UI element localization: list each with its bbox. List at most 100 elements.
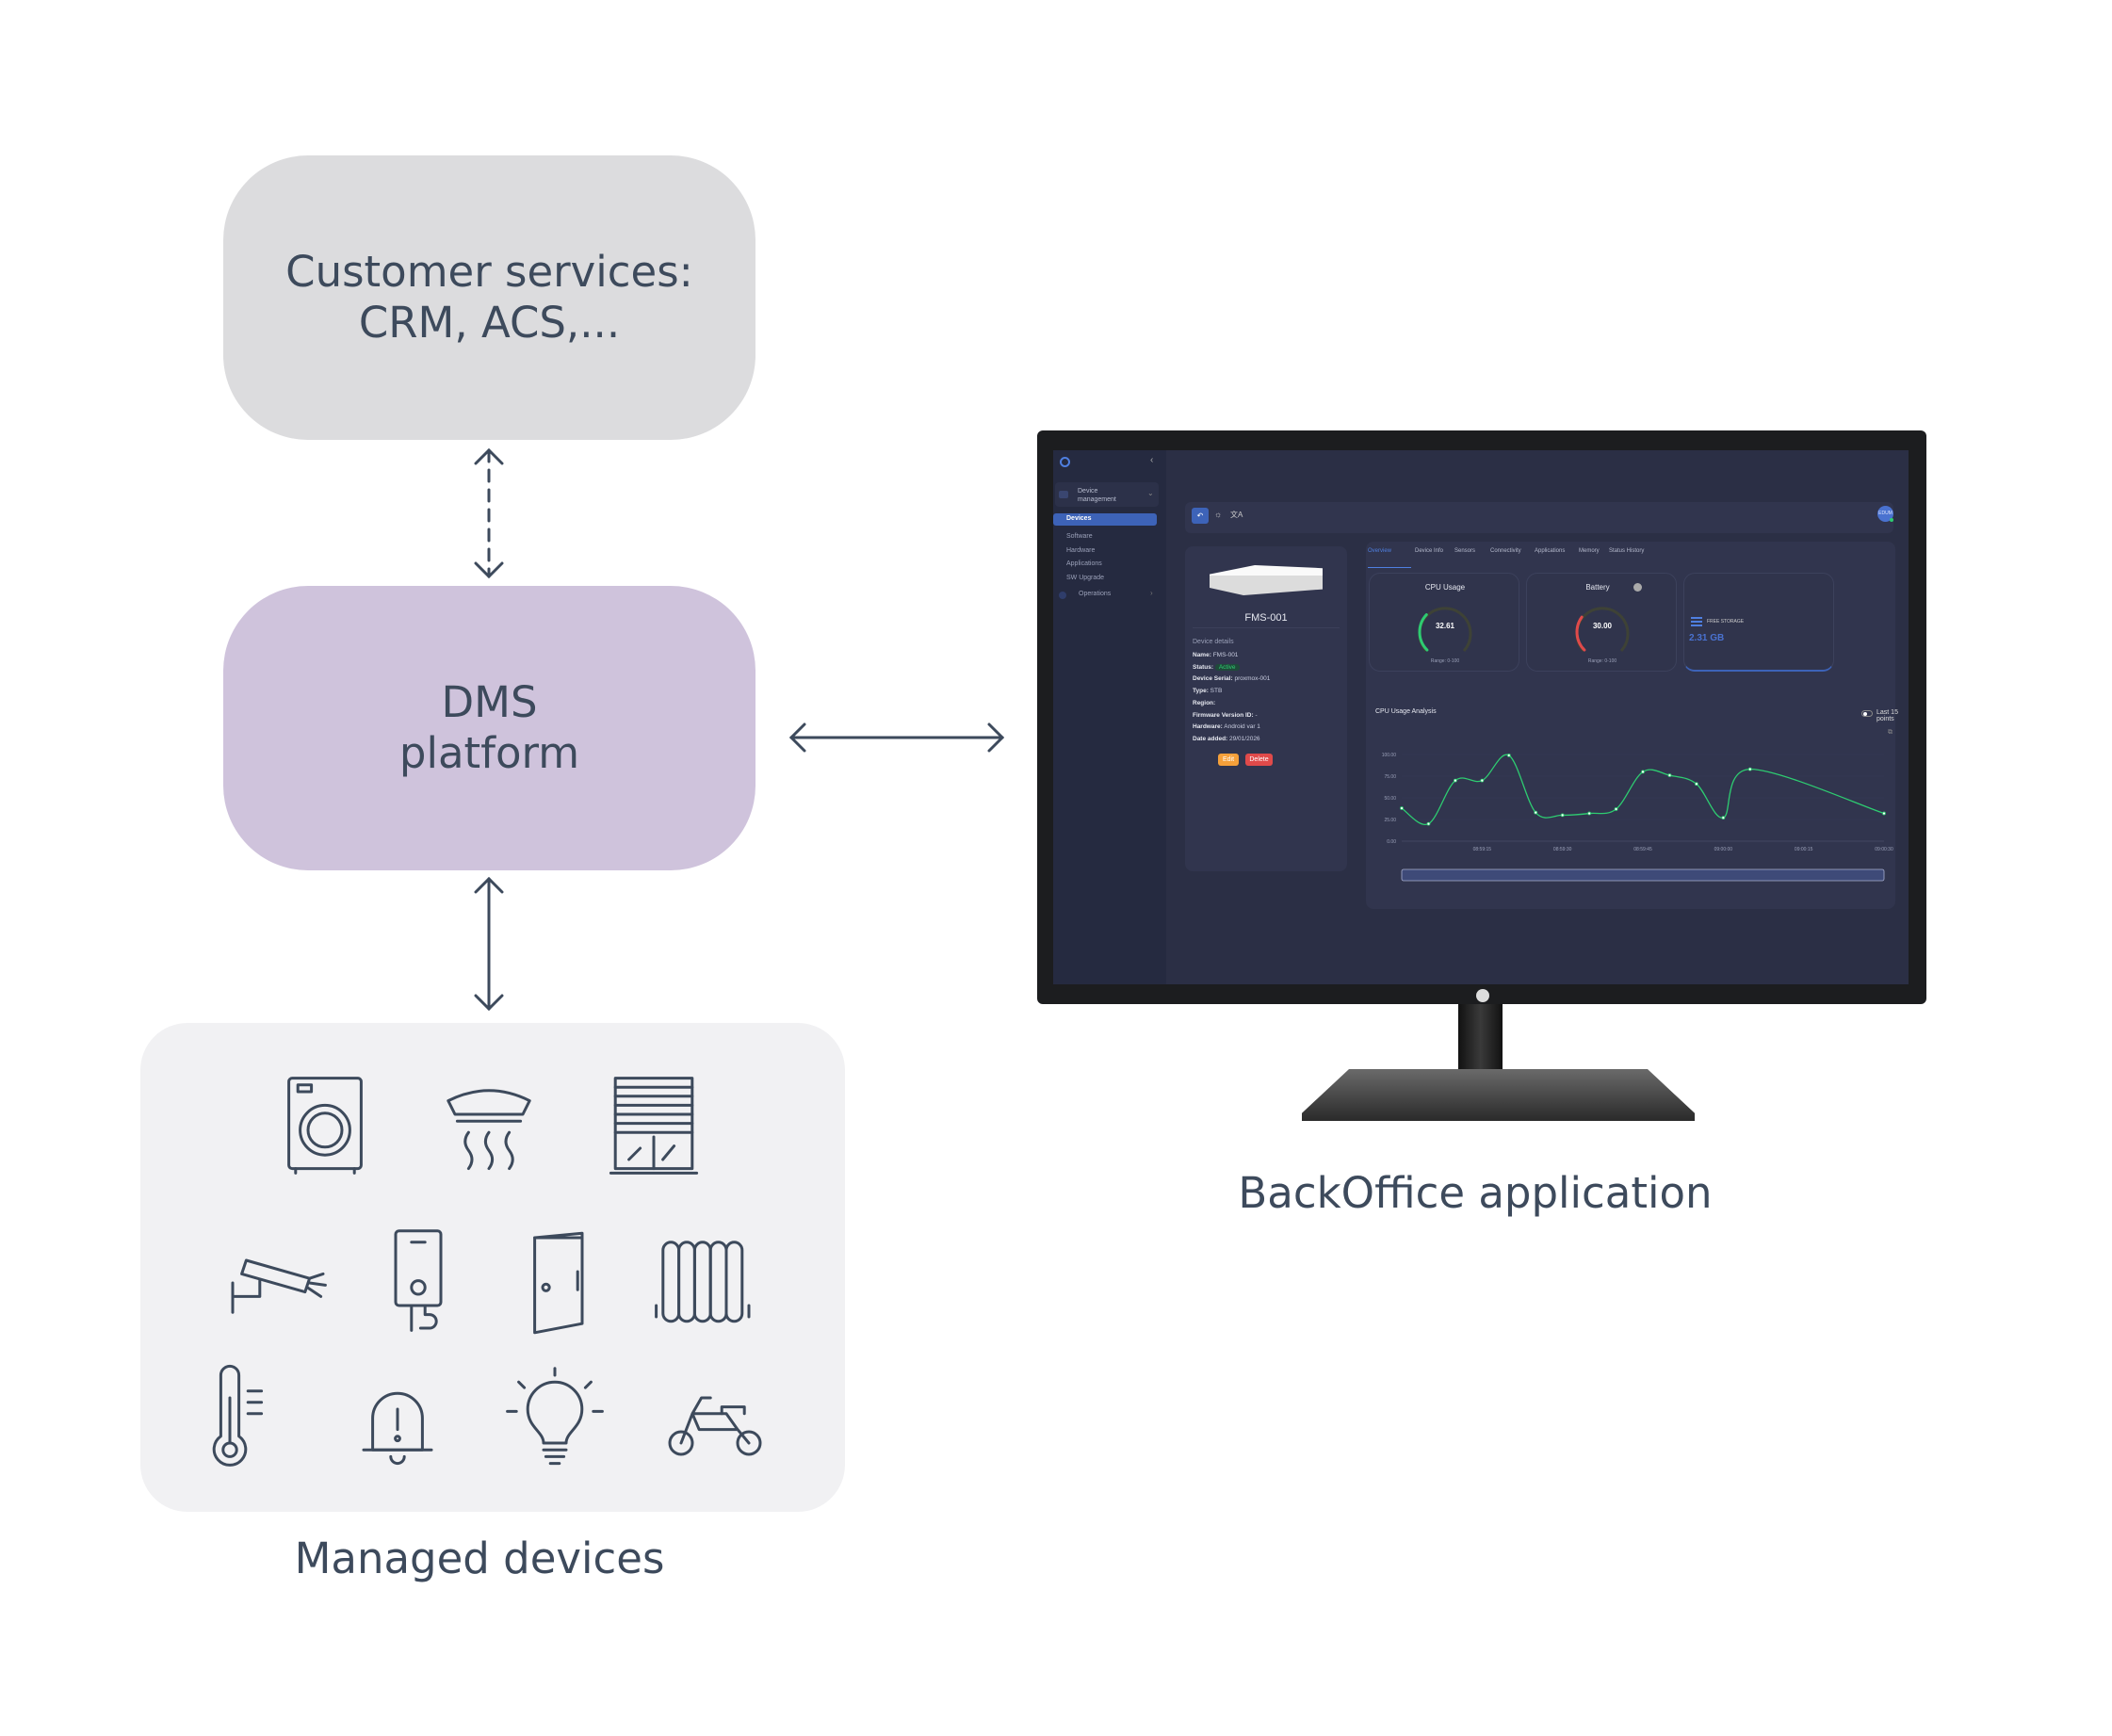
delete-button[interactable]: Delete <box>1245 754 1273 766</box>
tab-device-info[interactable]: Device Info <box>1415 548 1444 554</box>
data-point <box>1641 770 1645 774</box>
scooter-icon <box>658 1364 772 1477</box>
dashed-bidirectional-arrow <box>474 447 504 579</box>
data-point <box>1587 811 1592 816</box>
field-label: Status: <box>1193 663 1214 671</box>
device-management-label: Device management <box>1078 488 1116 503</box>
data-point <box>1882 811 1886 816</box>
device-details-heading: Device details <box>1193 639 1234 645</box>
backoffice-caption: BackOffice application <box>1238 1168 1713 1218</box>
collapse-sidebar-icon[interactable]: ‹ <box>1150 455 1154 465</box>
tab-memory[interactable]: Memory <box>1579 548 1600 554</box>
sidebar-item-hardware[interactable]: Hardware <box>1066 547 1096 554</box>
y-tick-label: 100.00 <box>1382 753 1397 758</box>
radiator-icon <box>647 1226 760 1339</box>
monitor-power-button <box>1476 989 1489 1002</box>
device-field-row: Device Serial: proxmox-001 <box>1193 675 1270 682</box>
battery-gauge <box>1575 607 1630 653</box>
monitor-stand-base <box>1302 1069 1695 1121</box>
chevron-right-icon: › <box>1150 589 1153 597</box>
device-management-group[interactable]: Device management ⌄ <box>1055 482 1159 507</box>
field-value: 29/01/2026 <box>1229 735 1260 742</box>
tab-sensors[interactable]: Sensors <box>1454 548 1476 554</box>
tab-overview[interactable]: Overview <box>1368 548 1392 554</box>
sidebar-item-sw-upgrade[interactable]: SW Upgrade <box>1066 575 1105 581</box>
field-value: FMS-001 <box>1212 652 1239 658</box>
data-point <box>1560 813 1565 818</box>
cpu-gauge <box>1418 607 1472 653</box>
window-blind-icon <box>597 1069 710 1182</box>
managed-devices-caption: Managed devices <box>294 1533 665 1583</box>
sidebar-item-devices[interactable]: Devices <box>1053 513 1157 526</box>
y-tick-label: 50.00 <box>1384 796 1396 802</box>
battery-plug-icon <box>1633 583 1642 592</box>
app-logo-icon <box>1060 457 1070 467</box>
tab-applications[interactable]: Applications <box>1535 548 1566 554</box>
field-value: proxmox-001 <box>1234 675 1271 683</box>
operations-icon <box>1059 592 1066 599</box>
solid-vertical-bidirectional-arrow <box>474 876 504 1012</box>
back-button[interactable]: ↶ <box>1192 508 1209 524</box>
last-15-points-label: Last 15 points <box>1876 709 1898 722</box>
free-storage-label: FREE STORAGE <box>1707 619 1745 625</box>
light-bulb-icon <box>498 1364 611 1477</box>
horizontal-bidirectional-arrow <box>788 722 1005 753</box>
field-value: Android var 1 <box>1224 723 1260 731</box>
x-tick-label: 08:59:30 <box>1553 847 1572 852</box>
sidebar-item-operations[interactable]: Operations <box>1079 591 1112 597</box>
security-camera-icon <box>221 1226 334 1339</box>
device-field-row: Name: FMS-001 <box>1193 652 1238 658</box>
sidebar: ‹ Device management ⌄ Devices Software H… <box>1053 450 1166 984</box>
device-management-icon <box>1059 491 1068 498</box>
last-15-points-toggle[interactable] <box>1861 710 1873 717</box>
chart-zoom-icons[interactable]: ⧉ <box>1888 729 1893 736</box>
y-tick-label: 25.00 <box>1384 818 1396 823</box>
battery-title: Battery <box>1585 583 1610 592</box>
language-icon[interactable]: 文A <box>1230 511 1243 519</box>
x-tick-label: 08:59:45 <box>1633 847 1652 852</box>
chart-range-slider[interactable] <box>1401 868 1885 882</box>
field-label: Firmware Version ID: <box>1193 711 1254 719</box>
door-icon <box>503 1226 616 1339</box>
sidebar-item-applications[interactable]: Applications <box>1066 560 1102 567</box>
cpu-usage-card: CPU Usage 32.61 Range: 0-100 <box>1369 573 1519 672</box>
device-title: FMS-001 <box>1244 612 1288 624</box>
water-heater-icon <box>362 1226 475 1339</box>
data-point <box>1506 754 1511 757</box>
data-point <box>1667 773 1672 777</box>
theme-toggle-sun-icon[interactable]: ☼ <box>1214 510 1223 519</box>
data-point <box>1747 767 1752 771</box>
y-tick-label: 75.00 <box>1384 774 1396 780</box>
tab-connectivity[interactable]: Connectivity <box>1490 548 1521 554</box>
chevron-down-icon: ⌄ <box>1147 489 1154 497</box>
battery-range: Range: 0-100 <box>1587 658 1617 664</box>
divider <box>1193 627 1340 628</box>
device-field-row: Hardware: Android var 1 <box>1193 723 1260 730</box>
edit-button[interactable]: Edit <box>1218 754 1239 766</box>
data-point <box>1694 782 1698 787</box>
device-field-row: Firmware Version ID: - <box>1193 712 1258 719</box>
cpu-usage-value: 32.61 <box>1435 622 1455 630</box>
online-status-dot <box>1890 518 1893 522</box>
field-label: Name: <box>1193 652 1211 658</box>
washing-machine-icon <box>268 1069 382 1182</box>
tab-status-history[interactable]: Status History <box>1609 548 1645 554</box>
field-label: Hardware: <box>1193 723 1223 731</box>
x-tick-label: 09:00:15 <box>1795 847 1813 852</box>
data-point <box>1453 778 1457 783</box>
sidebar-item-software[interactable]: Software <box>1066 533 1093 540</box>
dms-platform-box: DMS platform <box>223 586 755 870</box>
device-image <box>1210 565 1323 595</box>
data-point <box>1614 807 1618 811</box>
status-badge: Active <box>1214 663 1240 671</box>
data-point <box>1480 778 1485 783</box>
y-tick-label: 0.00 <box>1387 839 1396 845</box>
field-value: STB <box>1210 688 1223 695</box>
data-point <box>1426 821 1431 826</box>
field-value: - <box>1255 711 1258 719</box>
user-avatar[interactable]: EDUM <box>1877 506 1893 522</box>
alarm-bell-icon <box>341 1364 454 1477</box>
device-field-row: Region: <box>1193 700 1215 706</box>
